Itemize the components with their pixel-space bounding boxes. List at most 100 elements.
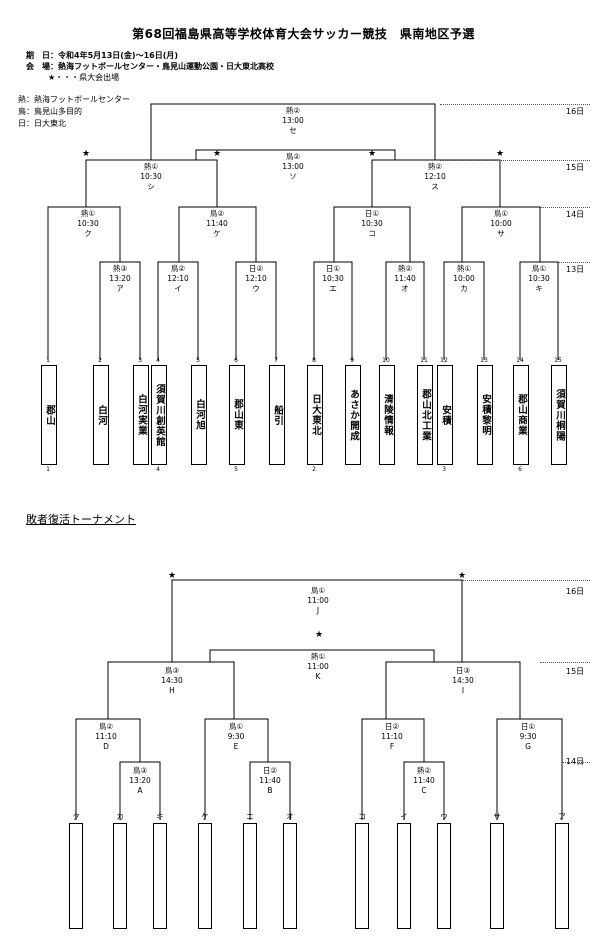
day-line-14: [540, 207, 590, 208]
legend-venue-3: 日：日大東北: [18, 119, 66, 128]
team-name: 郡山北工業: [420, 388, 431, 442]
team-number: 15: [554, 357, 562, 364]
day-label-15: 15日: [566, 163, 585, 172]
day-line-14: [562, 762, 590, 763]
slot-label: ア: [558, 812, 566, 821]
day-label-14: 14日: [566, 210, 585, 219]
team-name: 郡山東: [232, 399, 243, 431]
team-name: 日大東北: [310, 394, 321, 436]
page-title: 第68回福島県高等学校体育大会サッカー競技 県南地区予選: [132, 27, 475, 41]
team-box: 郡山商業: [513, 365, 529, 465]
slot-label: エ: [246, 812, 254, 821]
team-box: 白河旭: [191, 365, 207, 465]
slot-label: ケ: [201, 812, 209, 821]
dates-line: 期 日：令和4年5月13日(金)～16日(月): [26, 50, 178, 61]
team-name: 船引: [272, 404, 283, 426]
day-label-15: 15日: [566, 667, 585, 676]
team-number: 13: [480, 357, 488, 364]
team-seed: 3: [442, 466, 446, 473]
empty-team-box: [69, 823, 83, 929]
team-box: 安積黎明: [477, 365, 493, 465]
day-label-16: 16日: [566, 587, 585, 596]
team-name: 白河: [96, 404, 107, 426]
team-box: 船引: [269, 365, 285, 465]
day-line-16: [462, 580, 590, 581]
team-seed: 5: [234, 466, 238, 473]
team-name: 郡山: [44, 404, 55, 426]
team-number: 8: [312, 357, 316, 364]
team-name: 須賀川創英館: [154, 383, 165, 447]
day-line-15: [440, 160, 590, 161]
slot-label: キ: [156, 812, 164, 821]
venues-line: 会 場：熱海フットボールセンター・鳥見山運動公園・日大東北高校: [26, 61, 274, 72]
team-name: 白河旭: [194, 399, 205, 431]
team-name: あさか開成: [348, 388, 359, 442]
slot-label: サ: [493, 812, 501, 821]
team-box: 郡山北工業: [417, 365, 433, 465]
team-number: 1: [46, 357, 50, 364]
team-box: 日大東北: [307, 365, 323, 465]
team-seed: 4: [156, 466, 160, 473]
star-icon: ★: [167, 571, 177, 581]
team-seed: 6: [518, 466, 522, 473]
team-box: 郡山東: [229, 365, 245, 465]
team-number: 6: [234, 357, 238, 364]
team-number: 11: [420, 357, 428, 364]
team-name: 郡山商業: [516, 394, 527, 436]
star-icon: ★: [212, 149, 222, 159]
team-number: 14: [516, 357, 524, 364]
empty-team-box: [555, 823, 569, 929]
team-box: 郡山: [41, 365, 57, 465]
slot-label: コ: [358, 812, 366, 821]
team-box: 安積: [437, 365, 453, 465]
team-box: 須賀川桐陽: [551, 365, 567, 465]
day-line-15: [540, 662, 590, 663]
day-label-16: 16日: [566, 107, 585, 116]
venues-value: 熱海フットボールセンター・鳥見山運動公園・日大東北高校: [58, 62, 274, 71]
slot-label: カ: [116, 812, 124, 821]
slot-label: オ: [286, 812, 294, 821]
team-name: 清陵情報: [382, 394, 393, 436]
consolation-title: 敗者復活トーナメント: [26, 513, 136, 526]
team-name: 白河実業: [136, 394, 147, 436]
empty-team-box: [283, 823, 297, 929]
team-number: 9: [350, 357, 354, 364]
team-box: あさか開成: [345, 365, 361, 465]
star-icon: ★: [81, 149, 91, 159]
team-name: 安積: [440, 404, 451, 426]
empty-team-box: [243, 823, 257, 929]
team-name: 須賀川桐陽: [554, 388, 565, 442]
team-box: 白河: [93, 365, 109, 465]
legend-venue-1: 熱：熱海フットボールセンター: [18, 95, 130, 104]
team-box: 清陵情報: [379, 365, 395, 465]
team-seed: 1: [46, 466, 50, 473]
dates-label: 期 日：: [26, 51, 58, 60]
slot-label: イ: [400, 812, 408, 821]
slot-label: ウ: [440, 812, 448, 821]
team-seed: 2: [312, 466, 316, 473]
empty-team-box: [113, 823, 127, 929]
empty-team-box: [153, 823, 167, 929]
team-number: 5: [196, 357, 200, 364]
